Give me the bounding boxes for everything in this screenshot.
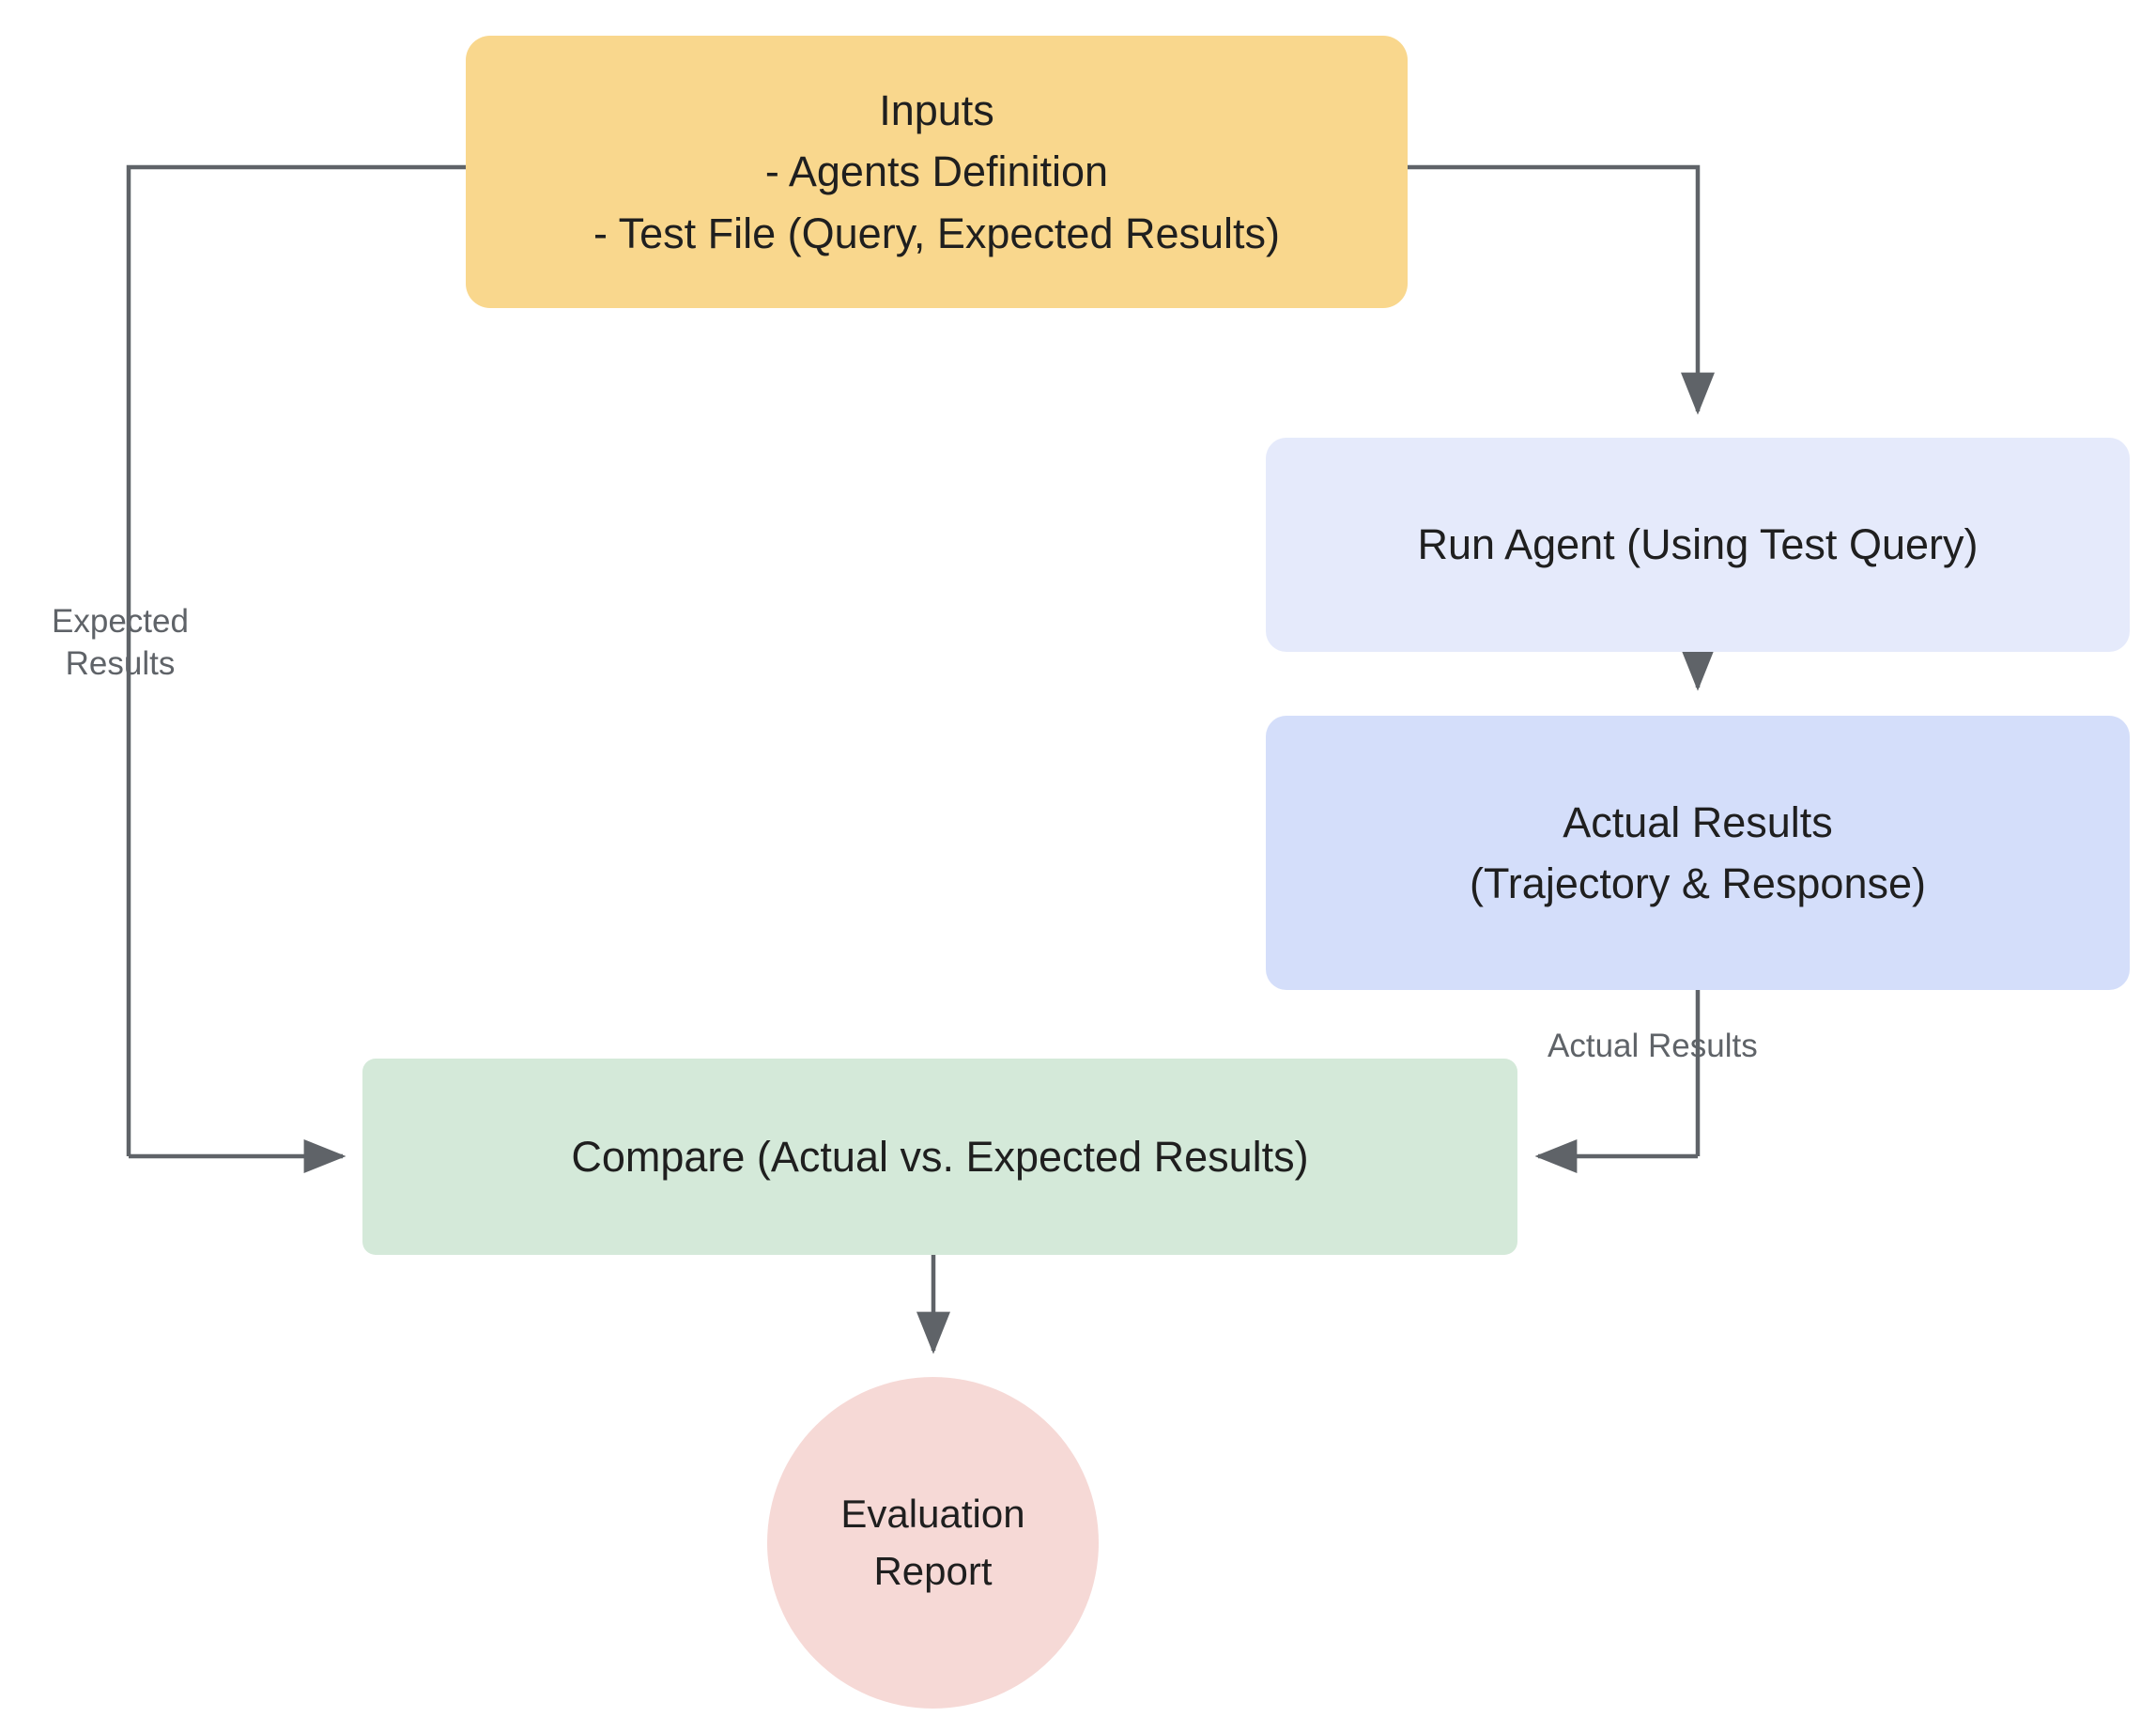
edge-inputs-to-compare [126, 164, 466, 1173]
node-inputs-label: Inputs - Agents Definition - Test File (… [593, 86, 1281, 257]
node-actual-results[interactable]: Actual Results (Trajectory & Response) [1266, 716, 2130, 990]
edge-inputs-to-run-agent [1408, 164, 1715, 415]
node-inputs[interactable]: Inputs - Agents Definition - Test File (… [466, 36, 1408, 308]
node-evaluation-report-label: Evaluation Report [840, 1491, 1025, 1593]
node-run-agent[interactable]: Run Agent (Using Test Query) [1266, 438, 2130, 652]
edge-label-actual-results: Actual Results [1548, 1028, 1758, 1064]
node-compare-label: Compare (Actual vs. Expected Results) [571, 1132, 1309, 1181]
node-evaluation-report[interactable]: Evaluation Report [767, 1377, 1099, 1709]
node-actual-results-label: Actual Results (Trajectory & Response) [1470, 797, 1926, 907]
edge-label-expected-results: Expected Results [52, 603, 189, 682]
edge-actual-results-to-compare [1534, 990, 1701, 1173]
node-compare[interactable]: Compare (Actual vs. Expected Results) [362, 1059, 1517, 1255]
node-run-agent-label: Run Agent (Using Test Query) [1417, 520, 1979, 569]
